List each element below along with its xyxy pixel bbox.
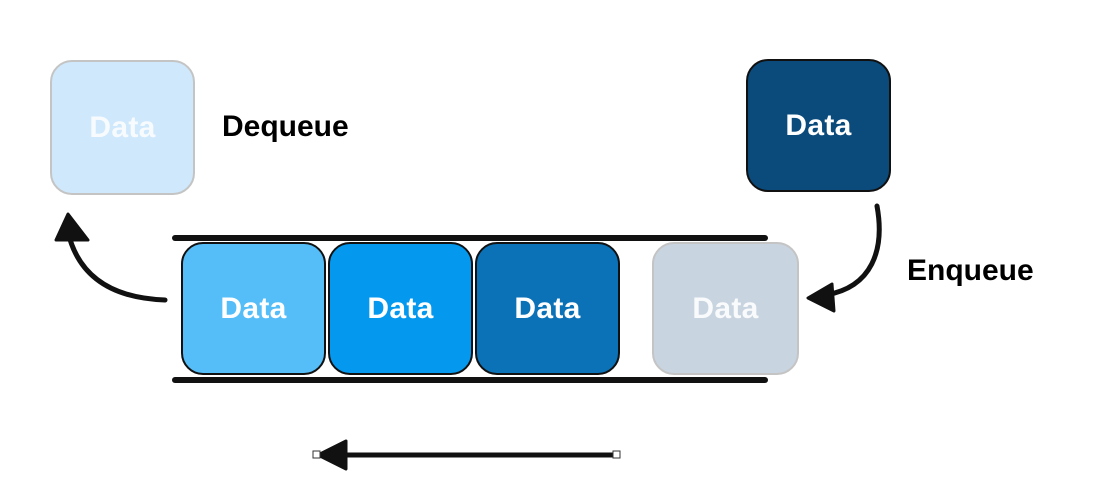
curved-arrow-enqueue-icon bbox=[806, 203, 882, 313]
curved-arrow-dequeue-icon bbox=[54, 212, 168, 303]
enqueue-label: Enqueue bbox=[907, 254, 1034, 287]
direction-arrow-icon bbox=[312, 439, 621, 471]
dequeued-data-box: Data bbox=[50, 60, 195, 195]
enqueued-ghost-data-box: Data bbox=[652, 242, 799, 375]
incoming-data-box: Data bbox=[746, 59, 891, 192]
queue-data-box-1: Data bbox=[181, 242, 326, 375]
queue-data-box-2: Data bbox=[328, 242, 473, 375]
data-label: Data bbox=[220, 291, 287, 325]
data-label: Data bbox=[785, 108, 852, 142]
data-label: Data bbox=[367, 291, 434, 325]
data-label: Data bbox=[692, 291, 759, 325]
data-label: Data bbox=[514, 291, 581, 325]
dequeue-label: Dequeue bbox=[222, 110, 349, 143]
data-label: Data bbox=[89, 110, 156, 144]
queue-data-box-3: Data bbox=[475, 242, 620, 375]
